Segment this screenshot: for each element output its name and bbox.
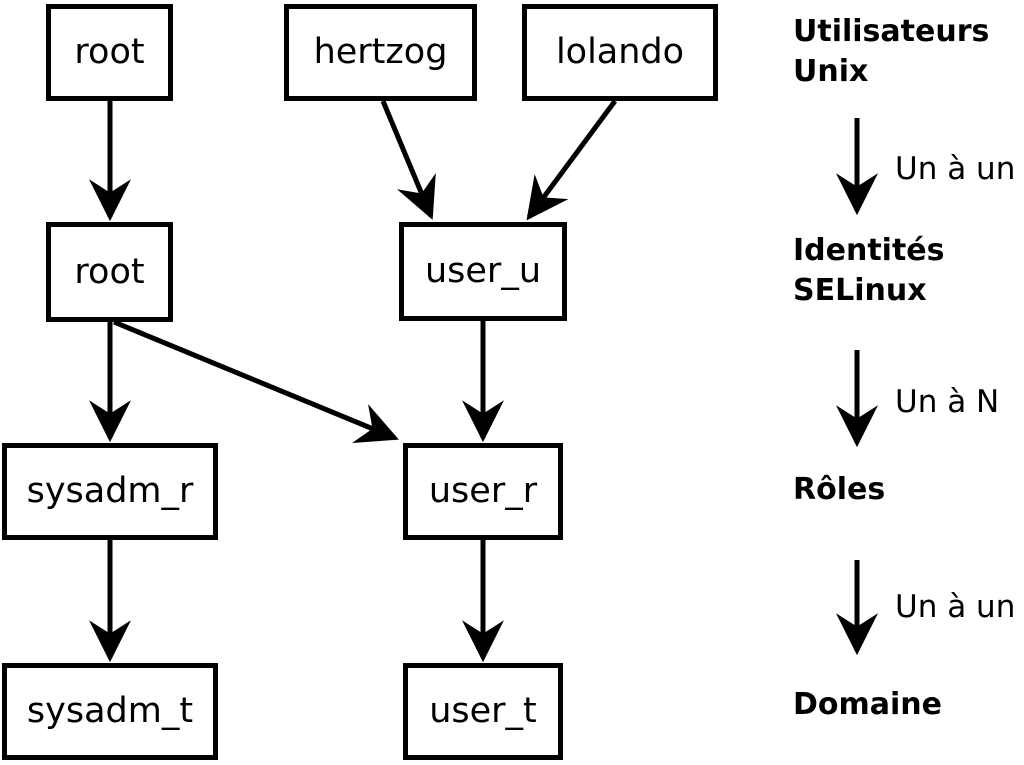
arrow-lolando-to-user-u bbox=[526, 99, 618, 221]
legend-label-one-to-n: Un à N bbox=[895, 384, 1000, 420]
arrow-selinux-root-to-user-r bbox=[113, 319, 399, 443]
node-selinux-identity-user-u: user_u bbox=[399, 222, 567, 321]
node-role-sysadm-r: sysadm_r bbox=[2, 443, 218, 540]
legend-title-domain: Domaine bbox=[793, 687, 943, 722]
node-domain-user-t: user_t bbox=[403, 663, 563, 760]
node-selinux-identity-root: root bbox=[46, 222, 173, 322]
node-unix-user-root: root bbox=[46, 4, 173, 101]
node-unix-user-hertzog: hertzog bbox=[284, 4, 477, 101]
node-domain-sysadm-t: sysadm_t bbox=[2, 663, 218, 760]
legend-title-selinux-identities: Identités SELinux bbox=[793, 233, 945, 308]
node-role-user-r: user_r bbox=[403, 443, 563, 540]
legend-label-one-to-one-2: Un à un bbox=[895, 589, 1016, 625]
arrow-hertzog-to-user-u bbox=[380, 100, 436, 220]
legend-title-roles: Rôles bbox=[793, 472, 886, 507]
legend-title-unix-users: Utilisateurs Unix bbox=[793, 14, 990, 89]
node-unix-user-lolando: lolando bbox=[522, 4, 718, 101]
legend-label-one-to-one-1: Un à un bbox=[895, 151, 1016, 187]
